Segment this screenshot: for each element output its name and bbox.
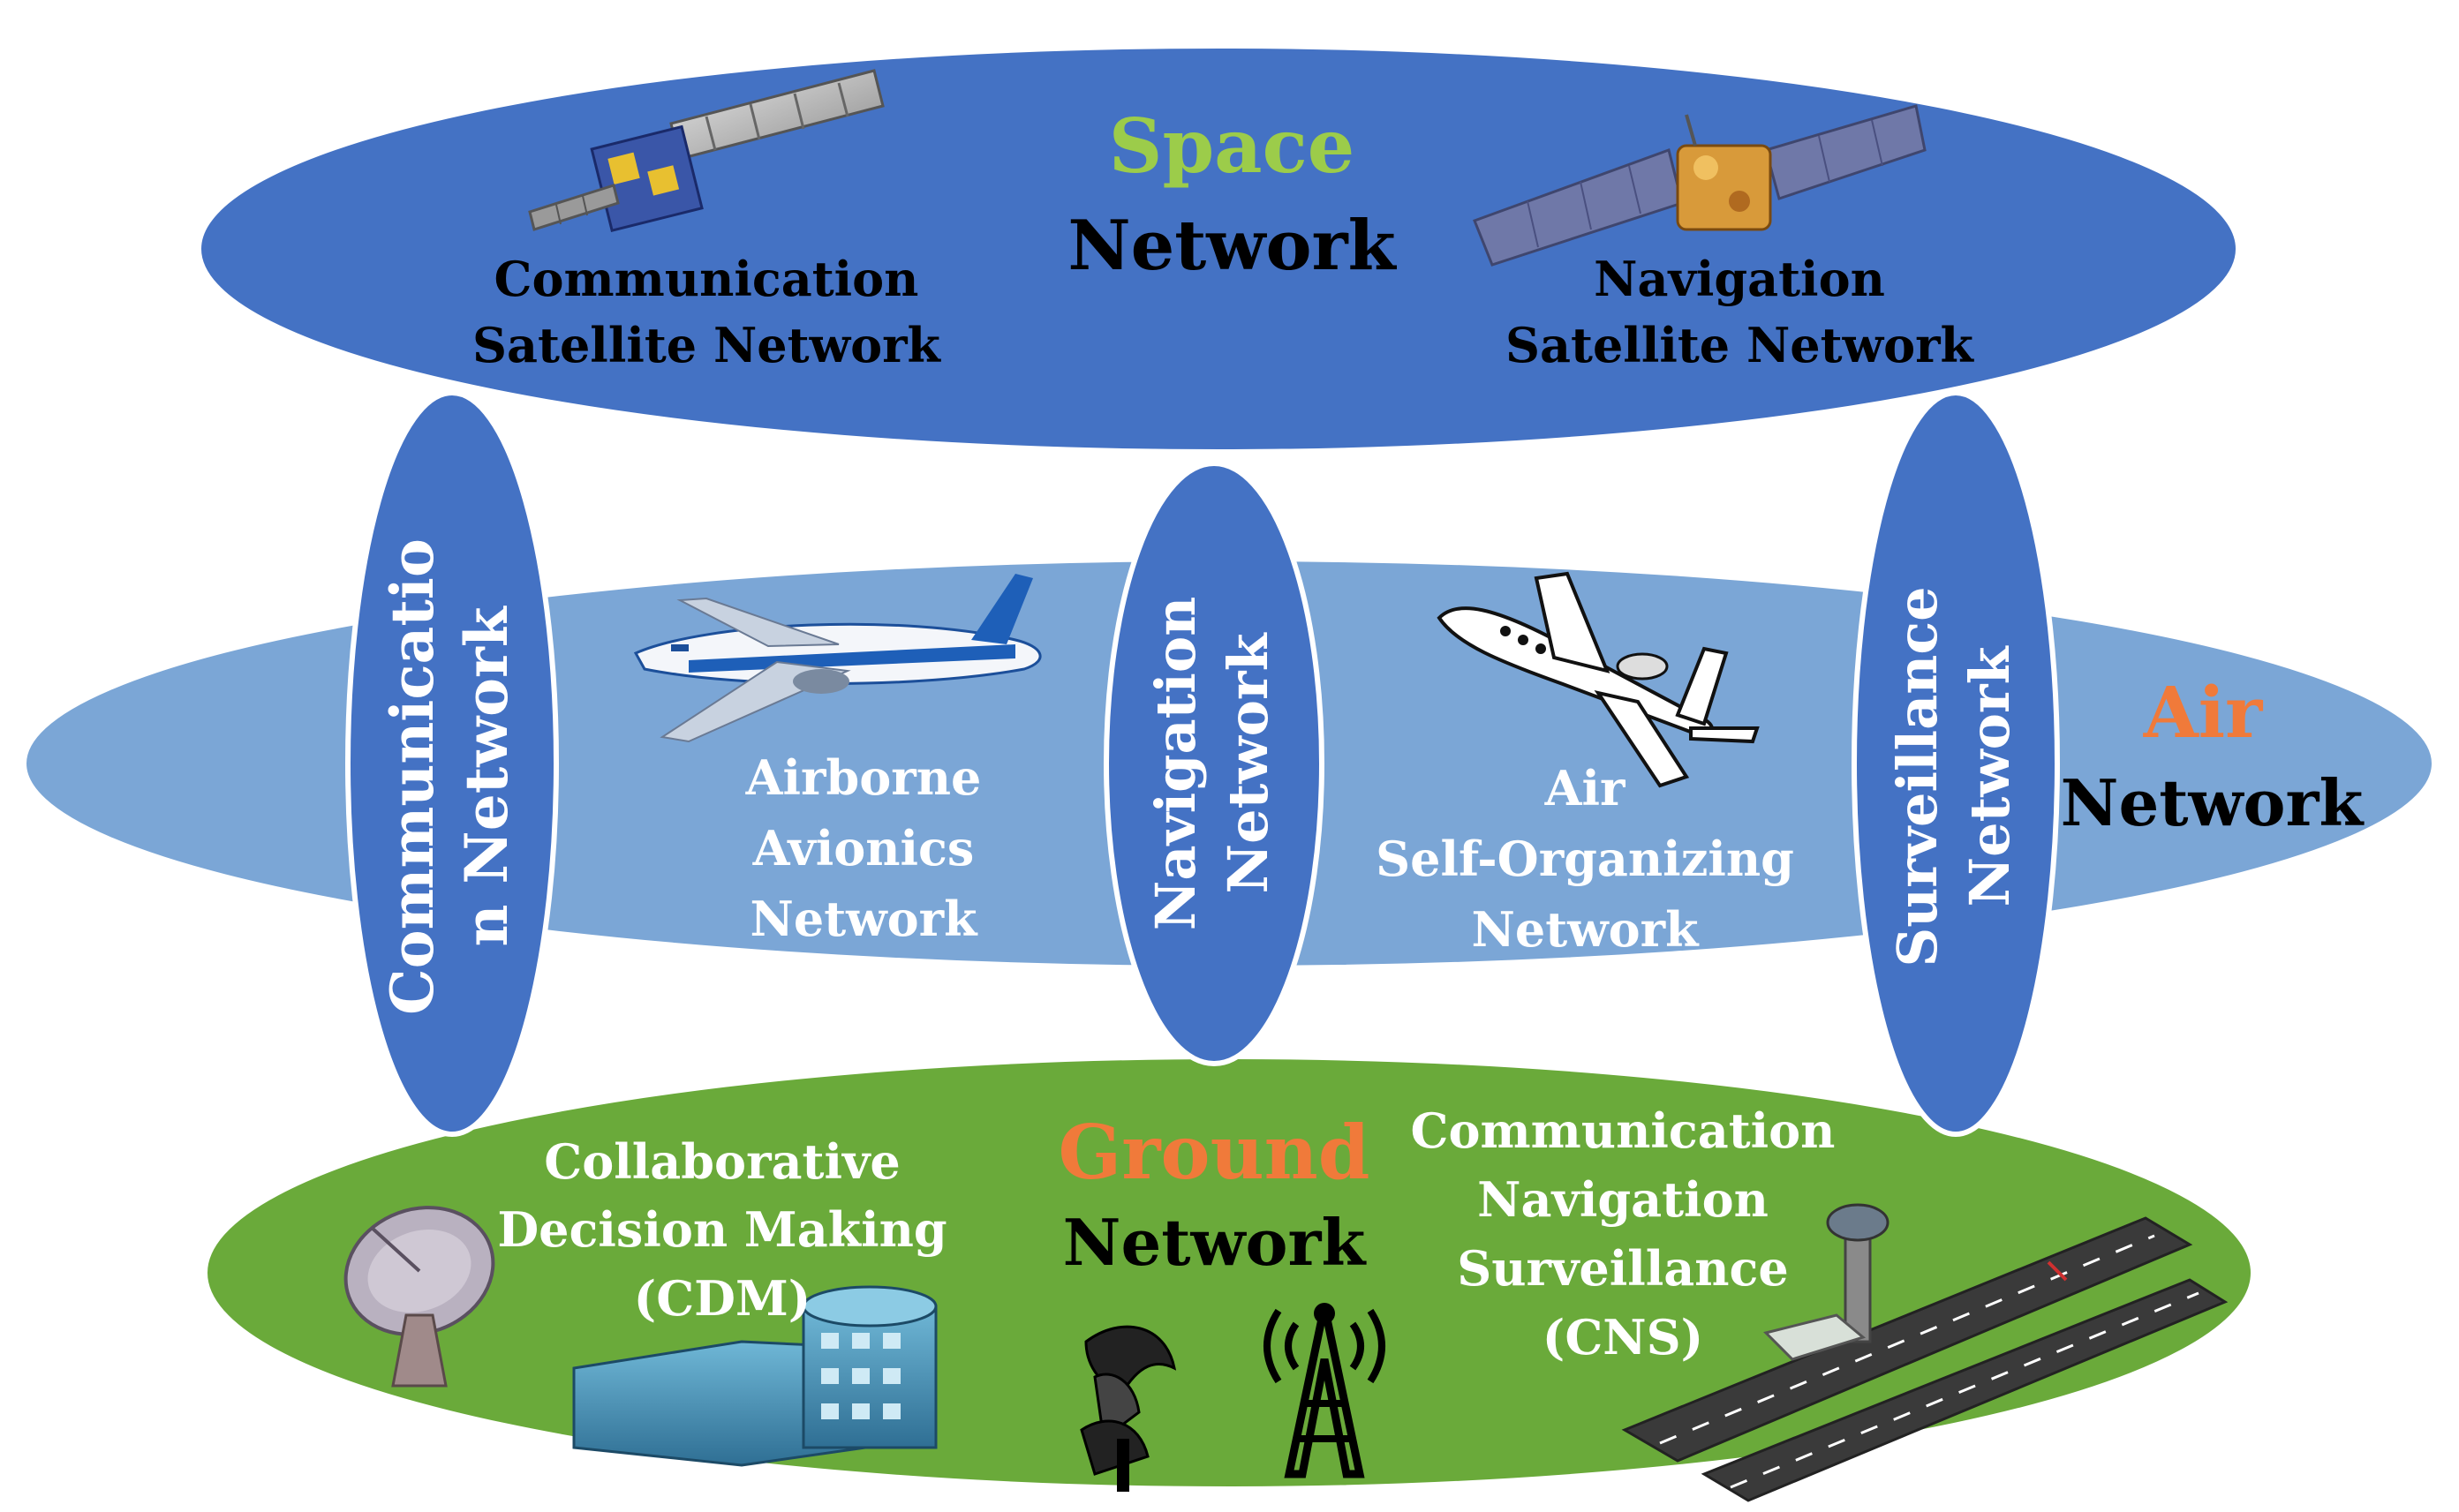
airborne-avionics-label-line1: Airborne <box>745 749 982 806</box>
air-network-title-colored: Air <box>2143 671 2263 754</box>
office-building-icon <box>572 1285 938 1467</box>
navigation-network-pillar <box>1104 461 1324 1066</box>
airliner-icon <box>633 574 1042 743</box>
cdm-label-line3: (CDM) <box>634 1270 811 1327</box>
cns-label-line4: (CNS) <box>1543 1309 1703 1365</box>
communication-satellite-icon <box>528 69 885 232</box>
airport-runway-icon <box>1621 1203 2229 1502</box>
cdm-label-line1: Collaborative <box>544 1133 900 1190</box>
airborne-avionics-label-line2: Avionics <box>752 820 975 876</box>
navigation-satellite-network-label-line1: Navigation <box>1594 251 1885 307</box>
air-self-organizing-label-line1: Air <box>1544 760 1626 816</box>
cns-label-line3: Surveillance <box>1457 1240 1788 1297</box>
surveillance-network-pillar-label-line1: Surveillance <box>1885 586 1950 967</box>
private-jet-icon <box>1437 571 1760 788</box>
communication-network-pillar <box>345 390 559 1137</box>
satellite-dish-icon <box>343 1206 495 1388</box>
ground-network-title-colored: Ground <box>1059 1109 1370 1196</box>
air-network-title: Network <box>2061 765 2365 840</box>
navigation-satellite-network-label-line2: Satellite Network <box>1505 317 1975 373</box>
space-network-title: Network <box>1067 206 1397 286</box>
cdm-label-line2: Decision Making <box>497 1201 947 1258</box>
airborne-avionics-label-line3: Network <box>750 891 978 947</box>
surveillance-network-pillar-label-line2: Network <box>1957 644 2022 906</box>
radio-tower-icon <box>1263 1303 1385 1478</box>
navigation-satellite-icon <box>1473 104 1927 267</box>
space-network-title-colored: Space <box>1109 102 1354 190</box>
air-self-organizing-label-line3: Network <box>1471 901 1700 958</box>
communication-satellite-network-label-line1: Communication <box>494 251 919 307</box>
air-self-organizing-label-line2: Self-Organizing <box>1376 831 1794 887</box>
navigation-network-pillar-label-line1: Navigation <box>1143 597 1208 931</box>
navigation-network-pillar-label-line2: Network <box>1216 631 1280 893</box>
ground-network-title: Network <box>1063 1205 1368 1280</box>
surveillance-network-pillar <box>1852 390 2060 1137</box>
cns-label-line2: Navigation <box>1477 1171 1769 1228</box>
communication-network-pillar-label-line2: n Network <box>452 606 521 946</box>
radar-antenna-icon <box>1080 1325 1177 1492</box>
communication-satellite-network-label-line2: Satellite Network <box>472 317 942 373</box>
cns-label-line1: Communication <box>1411 1102 1836 1159</box>
communication-network-pillar-label-line1: Communicatio <box>378 538 447 1015</box>
